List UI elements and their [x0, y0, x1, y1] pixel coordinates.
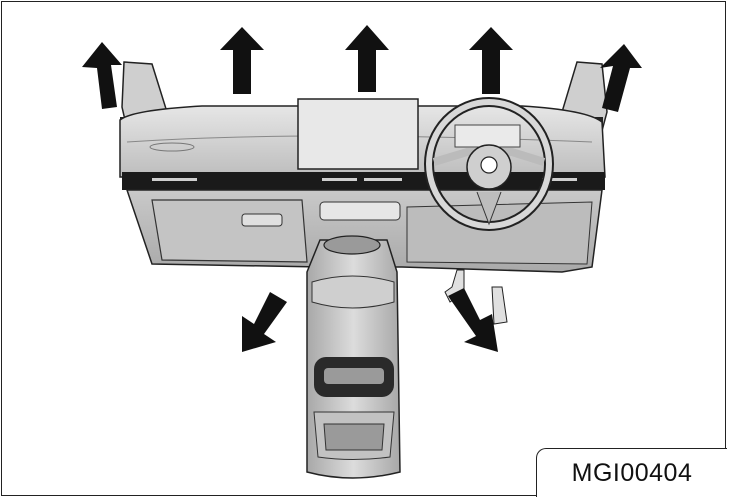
- center-console: [306, 235, 401, 479]
- figure-code-label: MGI00404: [571, 458, 693, 487]
- arrow-up-left-outer: [82, 42, 122, 109]
- arrow-down-left: [242, 292, 287, 352]
- steering-wheel: [424, 97, 554, 231]
- figure-code-box: MGI00404: [536, 448, 727, 497]
- logo-badge: [480, 156, 498, 174]
- arrow-up-2: [345, 25, 389, 92]
- airflow-arrows: [82, 25, 642, 352]
- rear-storage-slot: [323, 423, 385, 451]
- glovebox: [151, 199, 308, 263]
- arrow-up-right-outer: [600, 44, 642, 112]
- center-vent: [319, 201, 401, 221]
- arrow-up-3: [469, 27, 513, 94]
- arrow-up-1: [220, 27, 264, 94]
- center-display-screen: [297, 98, 419, 170]
- arrow-down-right: [448, 288, 498, 352]
- dashboard-vent-strip: [122, 172, 605, 190]
- glovebox-handle: [241, 213, 283, 227]
